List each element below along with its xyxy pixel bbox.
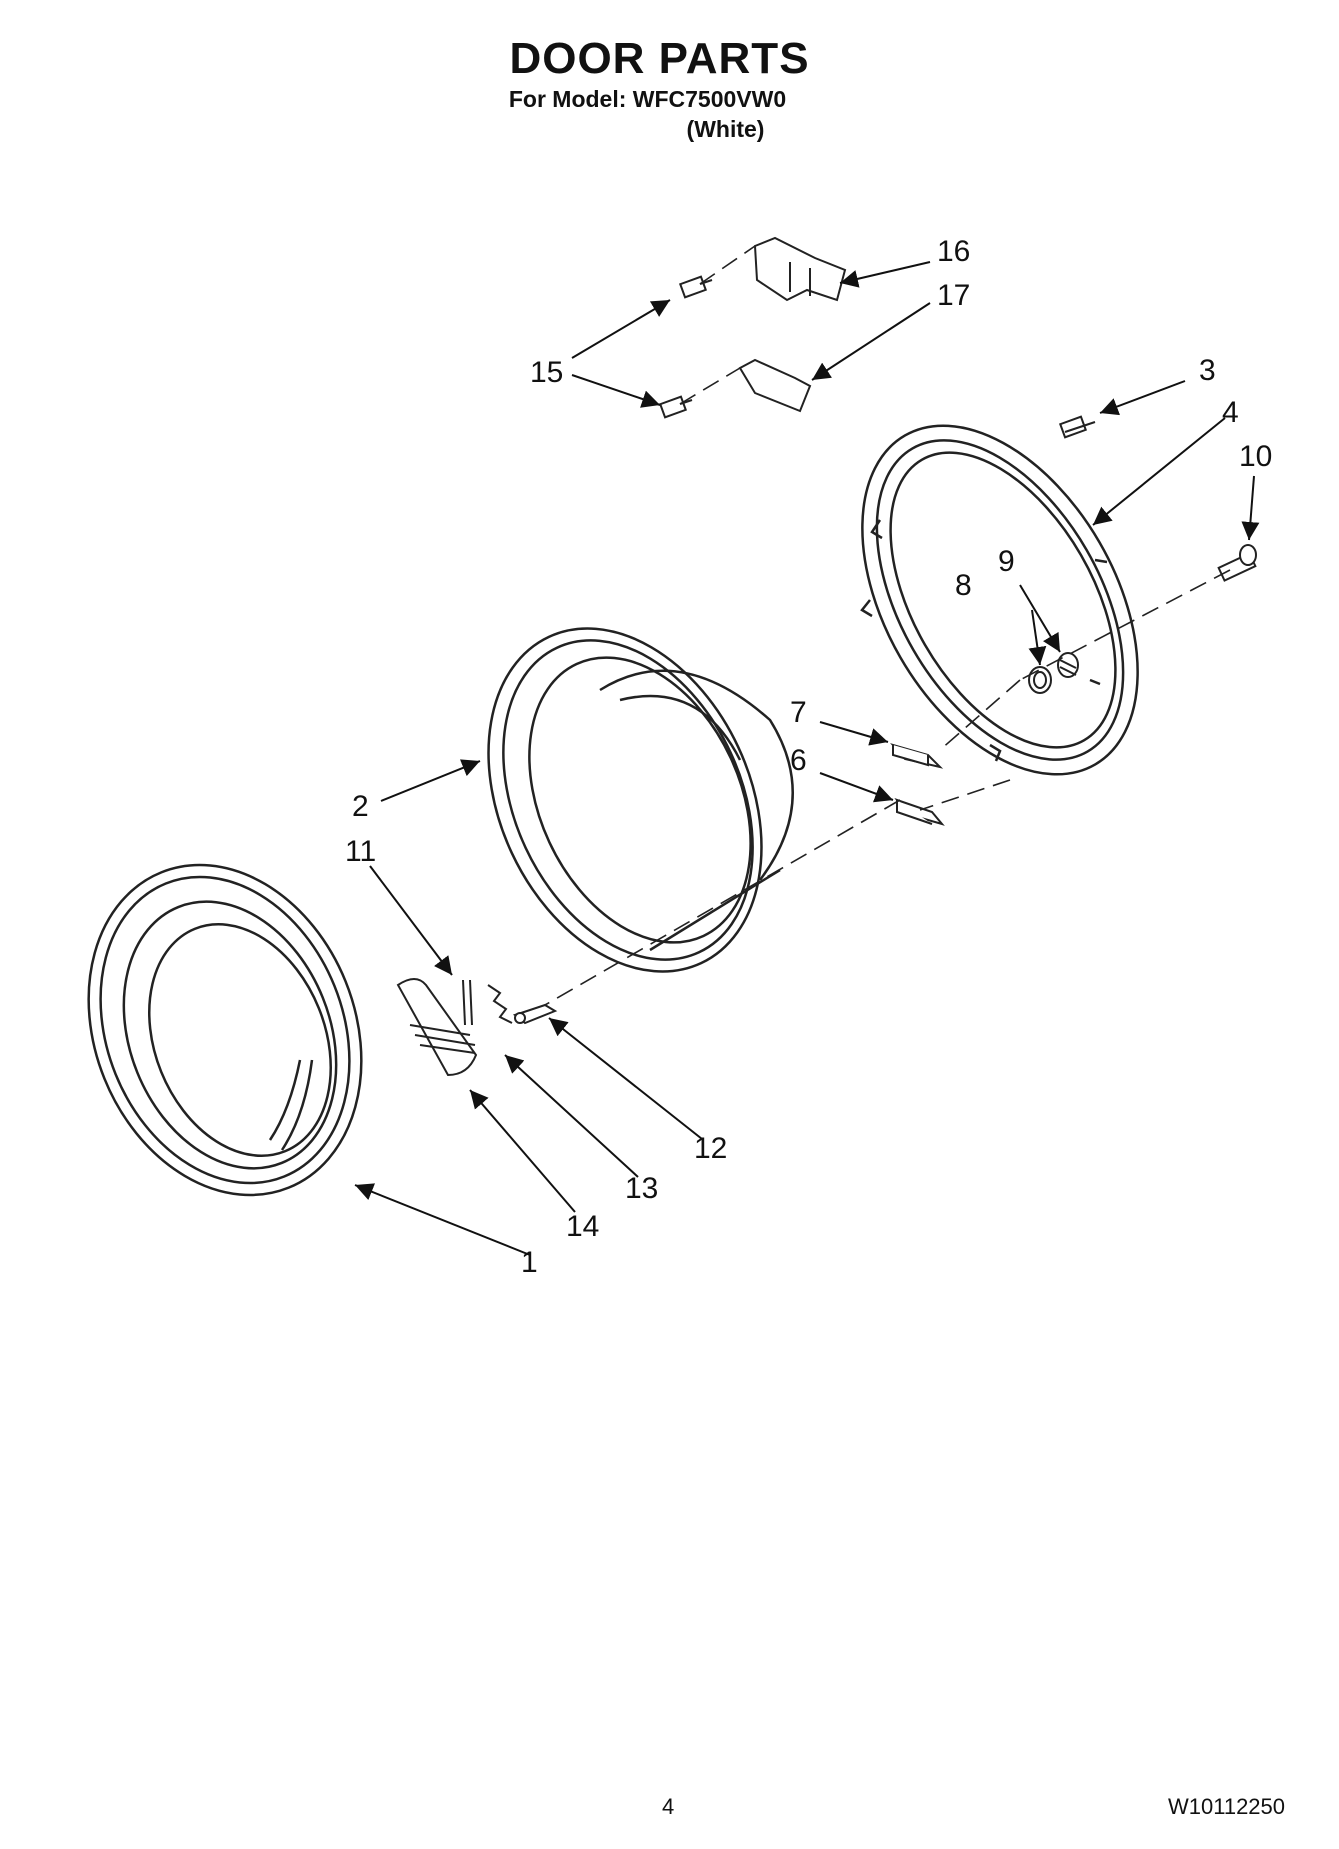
hinge-pad-7 [890, 743, 944, 769]
callout-3: 3 [1199, 354, 1216, 387]
door-inner-frame [860, 424, 1139, 776]
hinge-14 [396, 978, 478, 1077]
hinge-pad-6 [894, 798, 945, 826]
screw-15-lower [658, 395, 693, 419]
callout-2: 2 [352, 790, 369, 823]
pin-11 [462, 979, 473, 1026]
page-number: 4 [662, 1794, 675, 1819]
callout-7: 7 [790, 696, 807, 729]
strike-17 [738, 358, 812, 413]
door-lock-16 [753, 236, 847, 302]
model-line: For Model: WFC7500VW0 [508, 86, 787, 112]
screw-3 [1058, 415, 1096, 439]
door-glass-bowl [487, 627, 794, 973]
callout-9: 9 [998, 545, 1015, 578]
callout-6: 6 [790, 744, 807, 777]
callout-labels: 1 2 3 4 6 7 8 9 10 11 12 13 14 15 16 17 [345, 235, 1272, 1279]
door-outer-ring [87, 863, 363, 1197]
callout-14: 14 [566, 1210, 599, 1243]
color-line: (White) [686, 116, 765, 142]
callout-8: 8 [955, 569, 972, 602]
callout-10: 10 [1239, 440, 1272, 473]
spring-13 [487, 984, 513, 1024]
callout-16: 16 [937, 235, 970, 268]
callout-13: 13 [625, 1172, 658, 1205]
leader-arrows [354, 261, 1260, 1256]
callout-1: 1 [521, 1246, 538, 1279]
callout-17: 17 [937, 279, 970, 312]
callout-12: 12 [694, 1132, 727, 1165]
pin-10 [1217, 544, 1257, 582]
callout-11: 11 [345, 835, 376, 868]
alignment-lines [544, 245, 1231, 1006]
spring-9 [1057, 652, 1079, 678]
page-title: DOOR PARTS [509, 34, 810, 83]
callout-4: 4 [1222, 396, 1239, 429]
clip-12 [512, 1003, 558, 1025]
document-number: W10112250 [1168, 1794, 1286, 1819]
callout-15: 15 [530, 356, 563, 389]
bushing-8 [1028, 666, 1052, 694]
